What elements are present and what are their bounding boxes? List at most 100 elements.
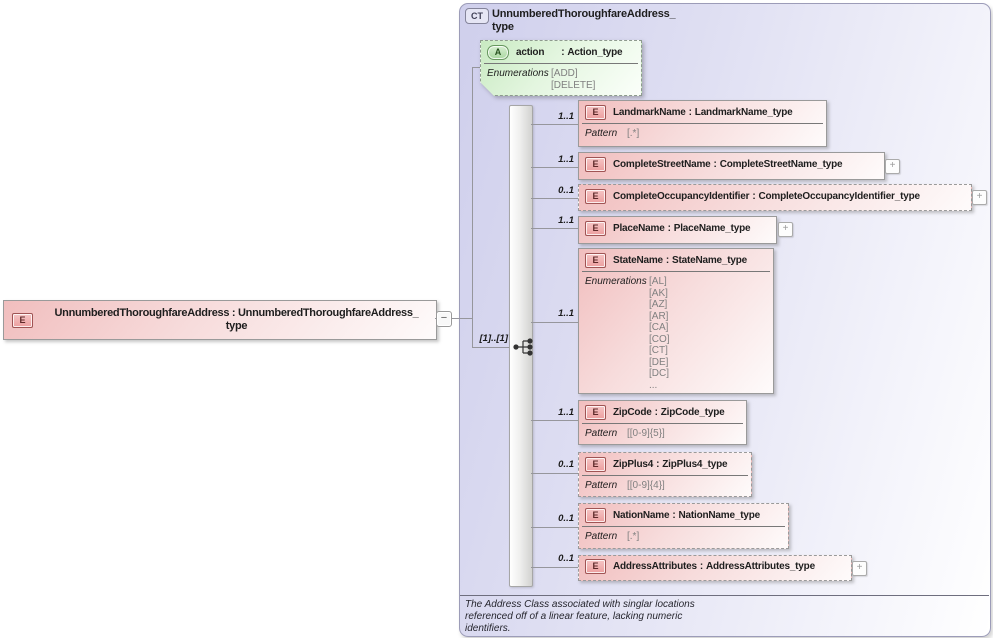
connector-line [531,473,578,474]
element-box-statename[interactable]: E StateName : StateName_type Enumeration… [578,248,774,394]
root-element-box[interactable]: E UnnumberedThoroughfareAddress : Unnumb… [3,300,437,340]
element-name: LandmarkName [613,107,686,118]
cardinality-label: 1..1 [558,407,574,418]
element-box-completestreetname[interactable]: E CompleteStreetName : CompleteStreetNam… [578,152,885,180]
pattern-label: Pattern [585,480,618,491]
colon: : [654,407,658,418]
expand-button[interactable]: + [778,222,793,237]
cardinality-label: 1..1 [558,215,574,226]
enumerations-label: Enumerations [585,276,647,287]
element-box-zipplus4[interactable]: E ZipPlus4 : ZipPlus4_type Pattern [[0-9… [578,452,752,497]
cardinality-label: 0..1 [558,459,574,470]
divider [582,271,770,272]
attribute-name: action [516,47,545,58]
colon: : [672,510,676,521]
element-type: ZipCode_type [660,407,725,418]
element-box-placename[interactable]: E PlaceName : PlaceName_type [578,216,777,244]
element-name: ZipPlus4 [613,459,654,470]
pattern-label: Pattern [585,128,618,139]
root-element-label: UnnumberedThoroughfareAddress : Unnumber… [54,307,419,332]
element-type: CompleteOccupancyIdentifier_type [758,191,920,202]
element-box-nationname[interactable]: E NationName : NationName_type Pattern [… [578,503,789,549]
connector-line [531,567,578,568]
connector-line [531,420,578,421]
pattern-value: [[0-9]{4}] [627,480,665,491]
complex-type-title-line1: UnnumberedThoroughfareAddress_ [492,8,676,20]
annotation-text: The Address Class associated with singla… [465,599,695,635]
element-name: PlaceName [613,223,665,234]
connector-line [472,67,481,68]
cardinality-label: 0..1 [558,553,574,564]
complex-type-badge-icon: CT [465,8,489,24]
element-badge-icon: E [585,559,606,574]
element-name: CompleteStreetName [613,159,711,170]
colon: : [713,159,717,170]
enumeration-values: [ADD] [DELETE] [551,68,596,91]
enumerations-label: Enumerations [487,68,549,79]
complex-type-title-line2: type [492,21,514,33]
attribute-badge-icon: A [487,45,509,60]
connector-line [531,228,578,229]
divider [582,526,785,527]
expand-button[interactable]: + [852,561,867,576]
element-type: NationName_type [678,510,761,521]
connector-line [531,198,578,199]
element-name: AddressAttributes [613,561,697,572]
cardinality-label: 1..1 [558,154,574,165]
divider [484,63,638,64]
cardinality-label: 1..1 [558,308,574,319]
colon: : [752,191,756,202]
element-type: LandmarkName_type [694,107,793,118]
cardinality-label: 0..1 [558,185,574,196]
pattern-value: [.*] [627,531,640,542]
complex-type-title: UnnumberedThoroughfareAddress_ type [492,8,676,34]
connector-line [531,322,578,323]
element-type: ZipPlus4_type [662,459,728,470]
connector-line [472,67,473,348]
element-badge-icon: E [585,508,606,523]
sequence-icon[interactable] [512,337,536,357]
attribute-box-action[interactable]: A action : Action_type Enumerations [ADD… [480,40,642,96]
attribute-type: Action_type [567,47,623,58]
element-box-addressattributes[interactable]: E AddressAttributes : AddressAttributes_… [578,555,852,581]
divider [582,123,823,124]
element-badge-icon: E [585,221,606,236]
element-badge-icon: E [585,157,606,172]
collapse-button[interactable]: − [436,311,452,327]
element-badge-icon: E [12,312,33,328]
connector-line [531,124,578,125]
colon: : [656,459,660,470]
pattern-label: Pattern [585,531,618,542]
connector-line [531,527,578,528]
colon: : [699,561,703,572]
element-badge-icon: E [585,189,606,204]
element-badge-icon: E [585,405,606,420]
element-badge-icon: E [585,105,606,120]
element-type: StateName_type [672,255,748,266]
element-box-landmarkname[interactable]: E LandmarkName : LandmarkName_type Patte… [578,100,827,147]
element-name: NationName [613,510,670,521]
element-badge-icon: E [585,457,606,472]
element-box-completeoccupancyidentifier[interactable]: E CompleteOccupancyIdentifier : Complete… [578,184,972,211]
expand-button[interactable]: + [972,190,987,205]
colon: : [561,47,565,58]
connector-line [472,347,514,348]
element-box-zipcode[interactable]: E ZipCode : ZipCode_type Pattern [[0-9]{… [578,400,747,445]
colon: : [665,255,670,266]
element-badge-icon: E [585,253,606,268]
element-type: AddressAttributes_type [705,561,815,572]
pattern-label: Pattern [585,428,618,439]
divider [582,423,743,424]
sequence-bar [509,105,533,587]
cardinality-label: 0..1 [558,513,574,524]
expand-button[interactable]: + [885,159,900,174]
element-name: CompleteOccupancyIdentifier [613,191,750,202]
annotation-divider [460,595,989,596]
element-type: CompleteStreetName_type [719,159,843,170]
pattern-value: [.*] [627,128,640,139]
connector-line [435,318,473,319]
element-name: StateName [613,255,663,266]
colon: : [667,223,671,234]
model-group-cardinality: [1]..[1] [479,333,509,344]
